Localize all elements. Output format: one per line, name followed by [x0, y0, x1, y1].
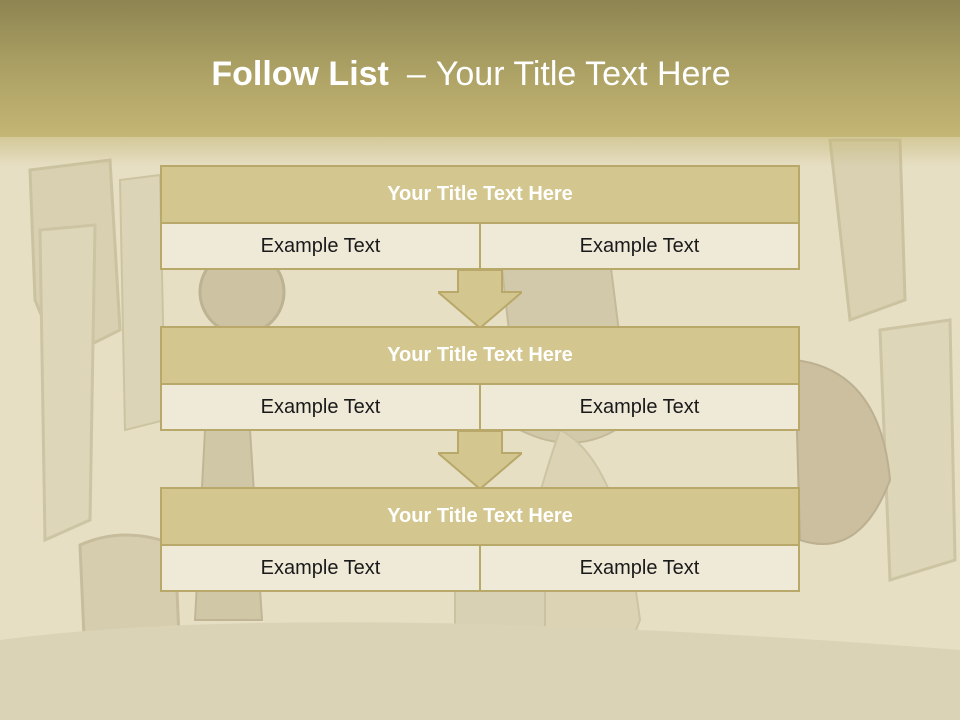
list-block-2: Your Title Text Here Example Text Exampl…: [160, 326, 800, 431]
slide-title-rest: Your Title Text Here: [435, 55, 731, 93]
block-cell-right: Example Text: [479, 224, 798, 268]
block-cell-left: Example Text: [162, 546, 479, 590]
slide-title-bold: Follow List: [211, 55, 389, 93]
slide-title: Follow List–Your Title Text Here: [0, 55, 951, 94]
list-block-3: Your Title Text Here Example Text Exampl…: [160, 487, 800, 592]
block-cell-right: Example Text: [479, 385, 798, 429]
down-arrow-icon: [438, 270, 522, 328]
slide-title-dash: –: [406, 55, 426, 93]
block-title: Your Title Text Here: [162, 167, 798, 224]
block-title: Your Title Text Here: [162, 328, 798, 385]
down-arrow-icon: [438, 431, 522, 489]
block-cell-left: Example Text: [162, 224, 479, 268]
header-fade-strip: [0, 137, 960, 167]
list-block-1: Your Title Text Here Example Text Exampl…: [160, 165, 800, 270]
block-cell-right: Example Text: [479, 546, 798, 590]
block-cell-left: Example Text: [162, 385, 479, 429]
block-title: Your Title Text Here: [162, 489, 798, 546]
header-band: [0, 0, 960, 137]
